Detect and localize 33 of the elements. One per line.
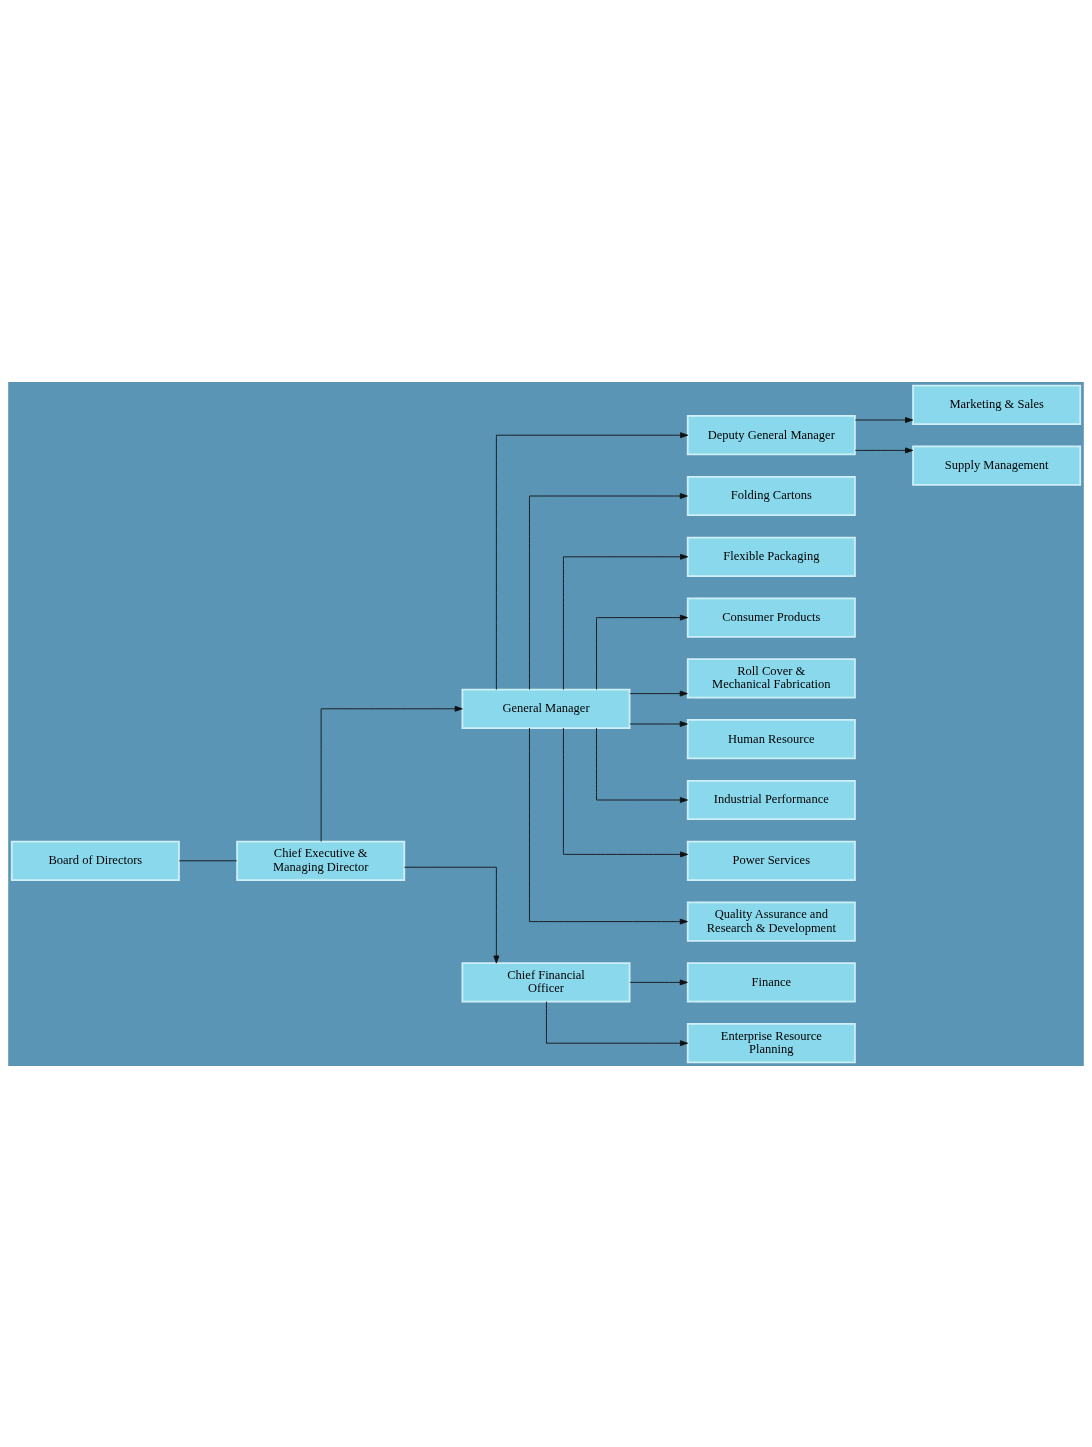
node-box: Human Resource <box>686 718 856 759</box>
arrow <box>596 614 688 690</box>
node-box: Chief Financial Officer <box>461 961 631 1002</box>
node-box: Quality Assurance and Research & Development <box>686 901 856 942</box>
arrow <box>495 431 689 690</box>
node-box: Industrial Performance <box>686 779 856 820</box>
arrow <box>596 727 688 803</box>
node-box: Finance <box>686 961 856 1002</box>
node-box: Flexible Packaging <box>686 536 856 577</box>
node-box: Enterprise Resource Planning <box>686 1022 856 1063</box>
arrow <box>854 446 914 453</box>
connector <box>178 859 238 861</box>
arrow <box>629 720 688 727</box>
arrow <box>403 866 500 964</box>
arrow <box>563 553 689 690</box>
arrow <box>529 492 688 690</box>
node-box: Roll Cover & Mechanical Fabrication <box>686 657 856 698</box>
arrow <box>320 705 463 842</box>
node-box: Consumer Products <box>686 597 856 638</box>
arrow <box>629 690 688 697</box>
node-box: Board of Directors <box>10 840 180 881</box>
arrow <box>854 416 914 423</box>
node-box: Deputy General Manager <box>686 414 856 455</box>
node-box: Marketing & Sales <box>912 384 1082 425</box>
arrow <box>563 727 689 857</box>
node-box: Chief Executive & Managing Director <box>236 840 406 881</box>
arrow <box>546 1000 689 1046</box>
node-box: Power Services <box>686 840 856 881</box>
node-box: General Manager <box>461 688 631 729</box>
node-box: Folding Cartons <box>686 475 856 516</box>
arrow <box>529 727 688 925</box>
arrow <box>629 978 688 985</box>
node-box: Supply Management <box>912 445 1082 486</box>
